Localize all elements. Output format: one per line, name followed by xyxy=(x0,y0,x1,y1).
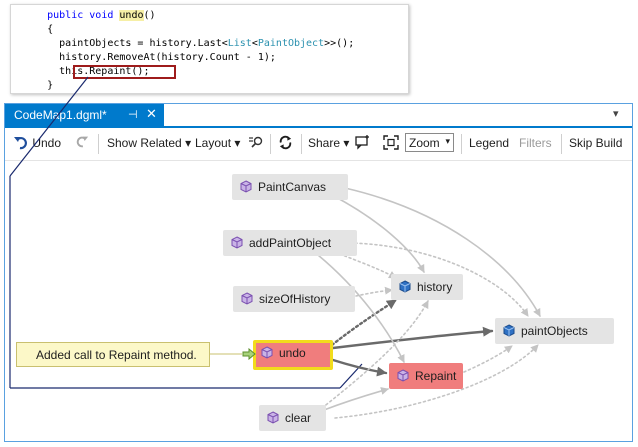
node-paintobjects[interactable]: paintObjects xyxy=(495,318,614,344)
legend-button[interactable]: Legend xyxy=(469,136,510,150)
zoom-value: Zoom xyxy=(409,136,440,150)
toolbar-separator xyxy=(270,134,271,154)
filters-button[interactable]: Filters xyxy=(519,136,552,150)
code-line-close-brace: } xyxy=(11,80,54,91)
find-related-icon xyxy=(249,136,263,148)
pin-icon[interactable]: ⊣ xyxy=(128,109,138,121)
redo-icon xyxy=(76,136,89,148)
node-repaint[interactable]: Repaint xyxy=(389,363,463,389)
comment-icon xyxy=(355,135,369,150)
comment-link-arrow-icon xyxy=(242,348,256,360)
tab-codemap1[interactable]: CodeMap1.dgml* ⊣ ✕ xyxy=(5,104,164,126)
node-label: Repaint xyxy=(415,369,457,383)
node-label: undo xyxy=(279,346,306,360)
toolbar-separator xyxy=(561,134,562,154)
code-line-signature: public void undo() xyxy=(47,10,156,21)
node-label: sizeOfHistory xyxy=(259,292,331,306)
node-label: clear xyxy=(285,411,312,425)
node-history[interactable]: history xyxy=(391,274,463,300)
code-map-window: CodeMap1.dgml* ⊣ ✕ ▾ Undo Show Related ▾… xyxy=(4,103,633,442)
code-snippet: public void undo() { paintObjects = hist… xyxy=(10,4,409,94)
method-cube-icon xyxy=(241,292,253,305)
find-related-button[interactable] xyxy=(248,135,264,153)
redo-button[interactable] xyxy=(75,134,89,151)
node-paintcanvas[interactable]: PaintCanvas xyxy=(232,174,348,200)
layout-label: Layout xyxy=(195,136,232,150)
chevron-down-icon: ▾ xyxy=(445,136,450,146)
show-related-label: Show Related xyxy=(107,136,182,150)
repaint-highlight-box xyxy=(73,65,176,79)
code-line-repaint: this.Repaint(); xyxy=(11,66,150,77)
undo-label: Undo xyxy=(32,136,62,150)
layout-menu[interactable]: Layout ▾ xyxy=(195,136,240,150)
method-cube-icon xyxy=(231,236,243,249)
node-clear[interactable]: clear xyxy=(259,405,326,431)
zoom-to-fit-button[interactable] xyxy=(383,135,399,153)
toolbar-separator xyxy=(461,134,462,154)
zoom-to-fit-icon xyxy=(383,135,399,150)
toolbar-separator xyxy=(98,134,99,154)
node-label: addPaintObject xyxy=(249,236,332,250)
refresh-button[interactable] xyxy=(278,135,293,153)
class-cube-icon xyxy=(240,180,252,193)
field-cube-icon xyxy=(399,280,411,293)
node-label: paintObjects xyxy=(521,324,588,338)
node-sizeofhistory[interactable]: sizeOfHistory xyxy=(233,286,355,312)
window-menu-chevron-icon[interactable]: ▾ xyxy=(613,107,619,120)
code-line-open-brace: { xyxy=(11,24,54,35)
show-related-menu[interactable]: Show Related ▾ xyxy=(107,136,191,150)
toolbar-separator xyxy=(301,134,302,154)
node-label: PaintCanvas xyxy=(258,180,327,194)
method-cube-icon xyxy=(267,411,279,424)
chevron-down-icon: ▾ xyxy=(234,136,241,150)
share-menu[interactable]: Share ▾ xyxy=(308,136,349,150)
skip-build-button[interactable]: Skip Build xyxy=(569,136,623,150)
code-line-remove: history.RemoveAt(history.Count - 1); xyxy=(11,52,276,63)
refresh-icon xyxy=(279,135,292,150)
undo-button[interactable]: Undo xyxy=(13,134,61,150)
close-icon[interactable]: ✕ xyxy=(146,106,157,121)
comment-note[interactable]: Added call to Repaint method. xyxy=(16,342,210,367)
zoom-select[interactable]: Zoom ▾ xyxy=(405,133,454,152)
code-line-assignment: paintObjects = history.Last<List<PaintOb… xyxy=(11,38,355,49)
document-tab-strip: CodeMap1.dgml* ⊣ ✕ ▾ xyxy=(5,104,632,128)
field-cube-icon xyxy=(503,324,515,337)
comment-text: Added call to Repaint method. xyxy=(36,348,197,362)
code-map-toolbar: Undo Show Related ▾ Layout ▾ xyxy=(5,128,632,161)
undo-icon xyxy=(14,137,28,150)
node-addpaintobject[interactable]: addPaintObject xyxy=(223,230,357,256)
tab-title: CodeMap1.dgml* xyxy=(14,108,107,122)
share-label: Share xyxy=(308,136,341,150)
method-cube-icon xyxy=(261,346,273,359)
chevron-down-icon: ▾ xyxy=(185,136,192,150)
chevron-down-icon: ▾ xyxy=(343,136,350,150)
new-comment-button[interactable] xyxy=(354,135,370,153)
node-undo[interactable]: undo xyxy=(253,340,333,370)
node-label: history xyxy=(417,280,453,294)
method-cube-icon xyxy=(397,369,409,382)
